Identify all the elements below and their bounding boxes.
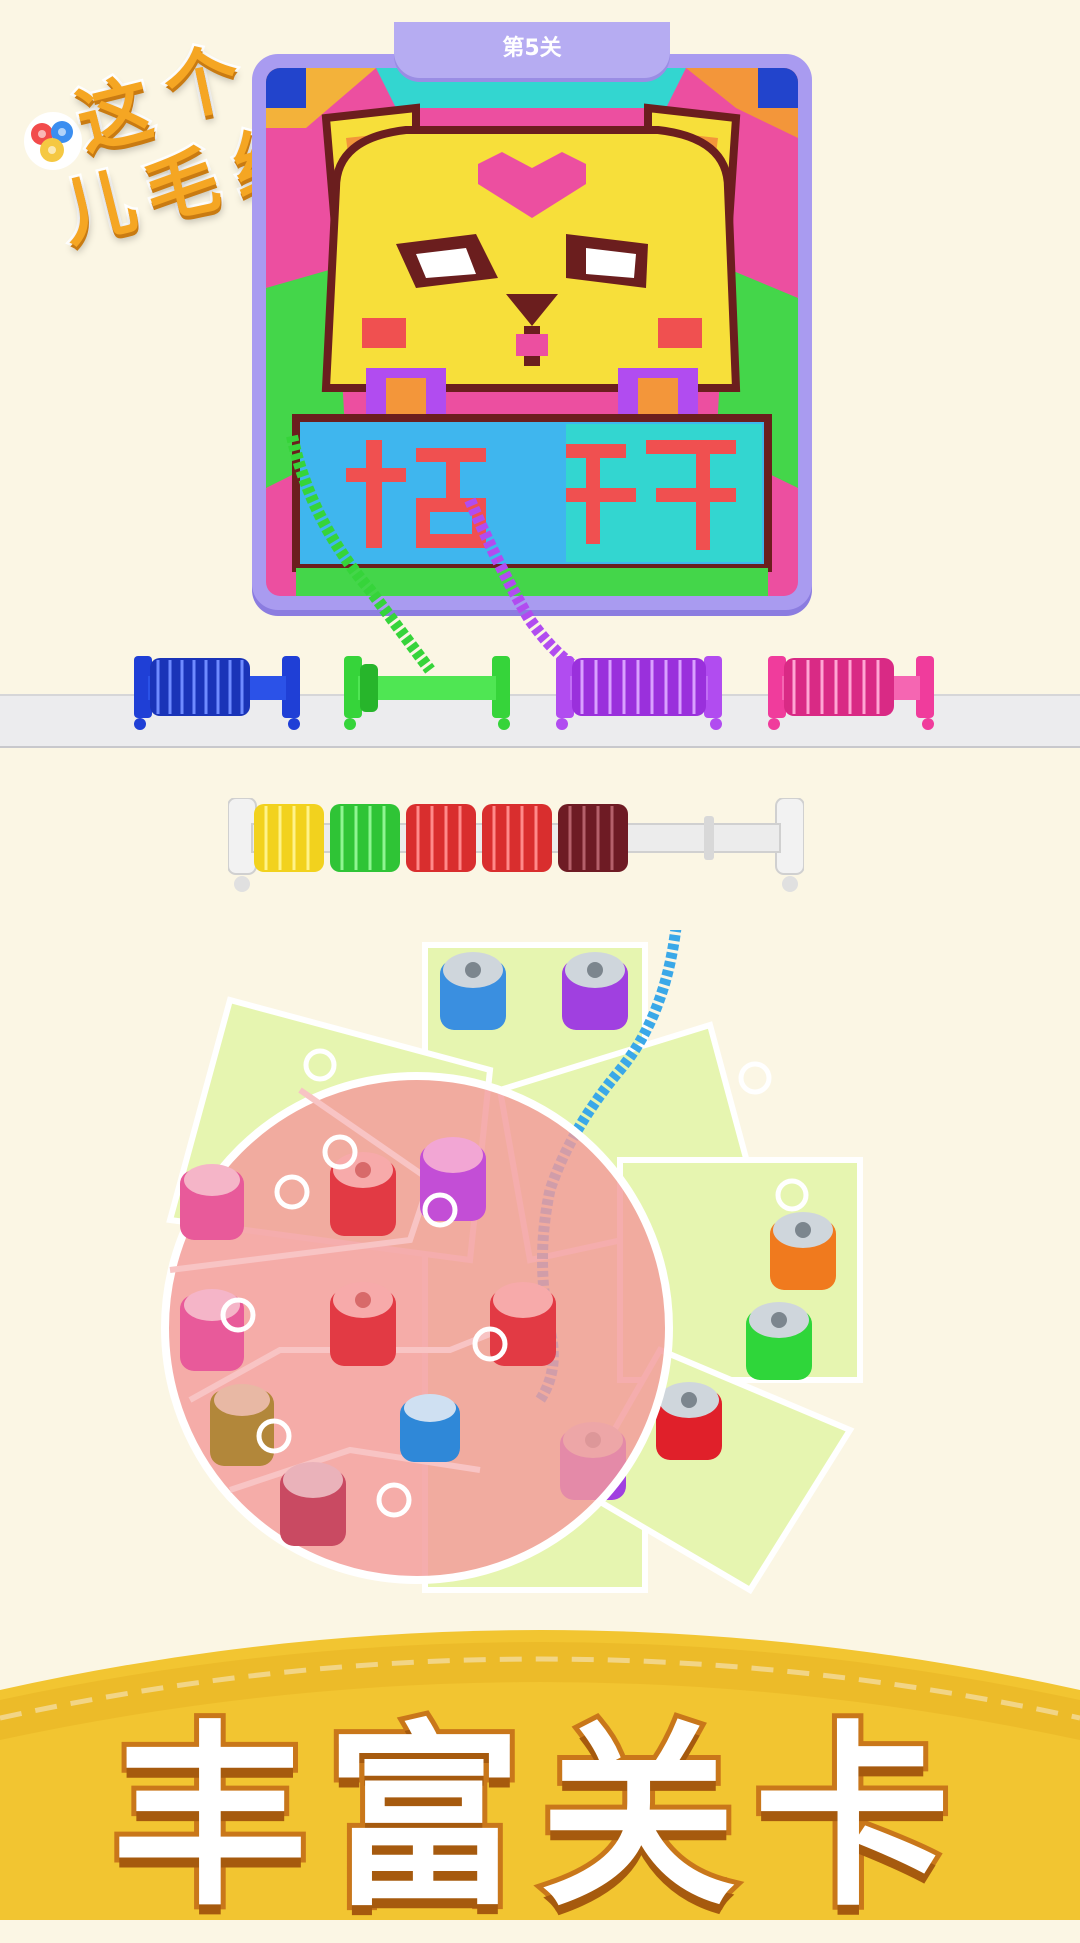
game-logo: 这 个 儿 毛 线 (14, 18, 334, 261)
magnifier-lens (161, 1072, 673, 1584)
magnified-pegs (180, 1137, 556, 1546)
blue-spool[interactable] (128, 648, 306, 734)
yarn-peg-puzzle (161, 930, 863, 1595)
banner-title: 丰富关卡 (107, 1700, 968, 1938)
level-label: 第5关 (502, 36, 562, 61)
collected-yarn-yellow (254, 804, 324, 872)
green-thread (286, 434, 435, 674)
collected-yarn-green (330, 804, 400, 872)
collector-rod (228, 798, 804, 892)
bottom-banner (0, 1630, 1080, 1920)
peg-orange[interactable] (770, 1212, 836, 1290)
pink-spool[interactable] (762, 648, 940, 734)
purple-thread (464, 497, 584, 676)
collected-yarn-maroon (558, 804, 628, 872)
green-spool[interactable] (338, 648, 516, 734)
yarn-balls-icon (24, 112, 82, 170)
collected-yarn-red-1 (406, 804, 476, 872)
level-indicator: 第5关 (394, 22, 670, 78)
peg-red[interactable] (656, 1382, 722, 1460)
collected-yarn-red-2 (482, 804, 552, 872)
knitted-cat-picture (266, 68, 798, 596)
peg-purple[interactable] (562, 952, 628, 1030)
purple-spool[interactable] (550, 648, 728, 734)
pixel-art-board (252, 54, 812, 610)
logo-char-4: 毛 (135, 134, 230, 239)
spool-row (0, 648, 1080, 738)
peg-green[interactable] (746, 1302, 812, 1380)
peg-blue[interactable] (440, 952, 506, 1030)
cat-pixel-art (266, 68, 798, 596)
